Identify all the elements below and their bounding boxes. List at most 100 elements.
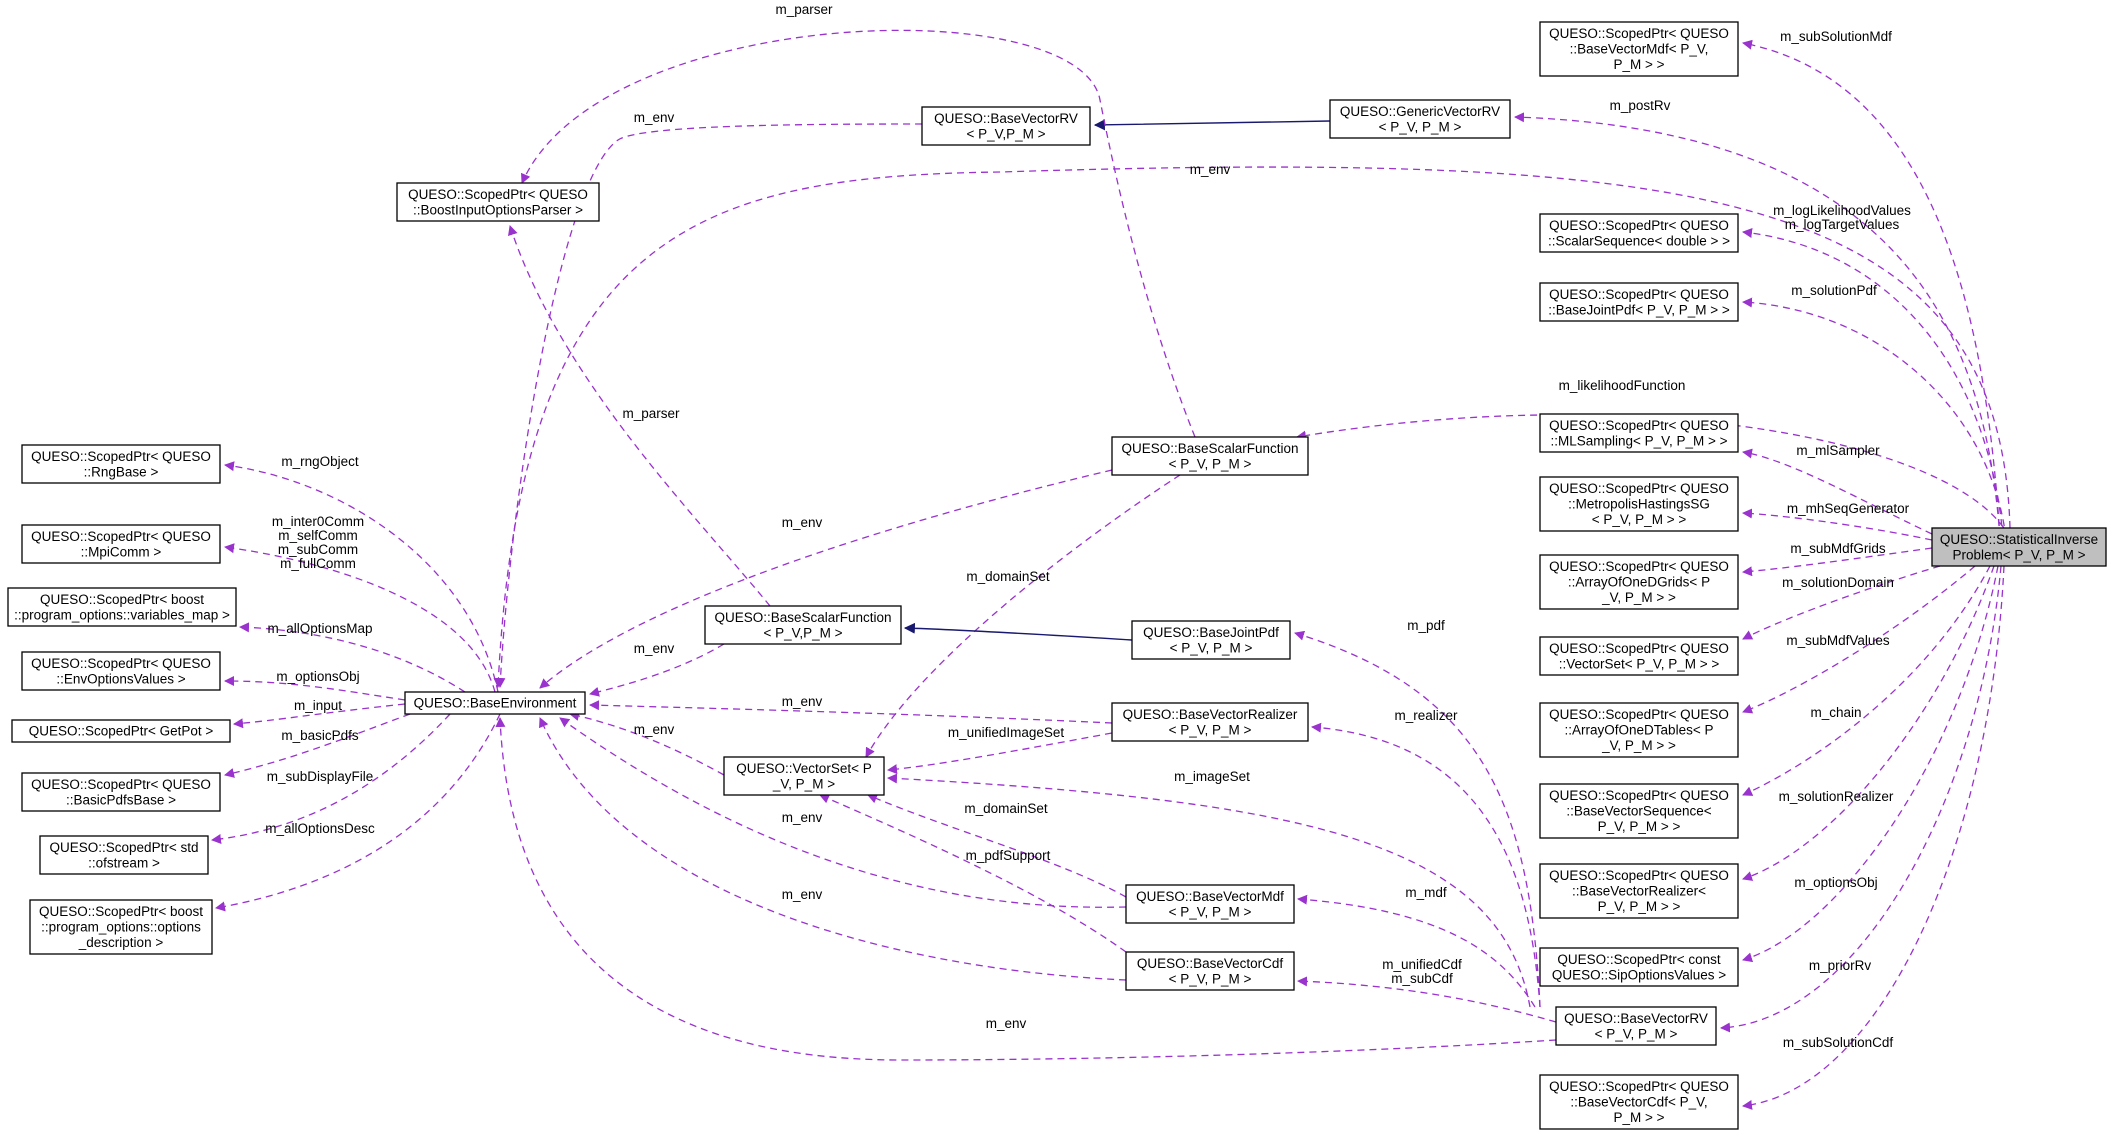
- class-node-label: ::MpiComm >: [81, 544, 162, 559]
- class-node-box[interactable]: [704, 605, 902, 645]
- class-node-label: QUESO::ScopedPtr< QUESO: [31, 529, 211, 544]
- class-node-box[interactable]: [1539, 476, 1739, 532]
- edge-label-line: m_subSolutionMdf: [1780, 29, 1892, 44]
- edge-label-line: m_selfComm: [278, 528, 358, 543]
- class-node-box[interactable]: [1125, 884, 1295, 924]
- class-node-box[interactable]: [1329, 99, 1511, 139]
- class-node-getpot[interactable]: QUESO::ScopedPtr< GetPot >: [11, 719, 231, 743]
- class-node-tables[interactable]: QUESO::ScopedPtr< QUESO::ArrayOfOneDTabl…: [1539, 702, 1739, 758]
- class-node-box[interactable]: [1539, 282, 1739, 322]
- edge-jointpdf-inherit: [903, 622, 1133, 641]
- class-node-box[interactable]: [1131, 620, 1291, 660]
- class-node-box[interactable]: [921, 106, 1091, 146]
- edge-label-pdfsupport: m_pdfSupport: [966, 848, 1051, 863]
- edge-label-line: m_logTargetValues: [1785, 217, 1900, 232]
- class-node-box[interactable]: [21, 444, 221, 484]
- class-node-rng[interactable]: QUESO::ScopedPtr< QUESO::RngBase >: [21, 444, 221, 484]
- edge-label-line: m_subMdfGrids: [1790, 541, 1886, 556]
- class-node-box[interactable]: [1539, 947, 1739, 987]
- class-node-basicpdfs[interactable]: QUESO::ScopedPtr< QUESO::BasicPdfsBase >: [21, 772, 221, 812]
- class-node-scalarfunc2[interactable]: QUESO::BaseScalarFunction< P_V,P_M >: [704, 605, 902, 645]
- class-node-label: < P_V, P_M >: [1169, 971, 1252, 986]
- class-node-box[interactable]: [1539, 783, 1739, 839]
- edge-solutiondomain: [1742, 565, 1941, 640]
- class-node-jointpdfptr[interactable]: QUESO::ScopedPtr< QUESO::BaseJointPdf< P…: [1539, 282, 1739, 322]
- class-node-vectorrv[interactable]: QUESO::BaseVectorRV< P_V, P_M >: [1555, 1006, 1717, 1046]
- class-node-realizerptr[interactable]: QUESO::ScopedPtr< QUESO::BaseVectorReali…: [1539, 863, 1739, 919]
- class-node-box[interactable]: [1539, 213, 1739, 253]
- class-node-parserptr[interactable]: QUESO::ScopedPtr< QUESO::BoostInputOptio…: [396, 182, 600, 222]
- class-node-label: QUESO::ScopedPtr< QUESO: [1549, 707, 1729, 722]
- class-node-cdf[interactable]: QUESO::BaseVectorCdf< P_V, P_M >: [1125, 951, 1295, 991]
- class-node-basevectorrv-top[interactable]: QUESO::BaseVectorRV< P_V,P_M >: [921, 106, 1091, 146]
- class-node-label: QUESO::GenericVectorRV: [1340, 104, 1500, 119]
- edge-mdf-vectorset: [867, 793, 1127, 898]
- class-node-box[interactable]: [21, 524, 221, 564]
- class-node-mdf[interactable]: QUESO::BaseVectorMdf< P_V, P_M >: [1125, 884, 1295, 924]
- class-node-mpicomm[interactable]: QUESO::ScopedPtr< QUESO::MpiComm >: [21, 524, 221, 564]
- class-node-label: < P_V,P_M >: [966, 126, 1045, 141]
- class-node-box[interactable]: [1539, 554, 1739, 610]
- class-node-env[interactable]: QUESO::BaseEnvironment: [404, 691, 586, 715]
- edge-label-line: m_imageSet: [1174, 769, 1250, 784]
- class-node-box[interactable]: [396, 182, 600, 222]
- class-node-box[interactable]: [1125, 951, 1295, 991]
- class-node-box[interactable]: [21, 651, 221, 691]
- class-node-envopts[interactable]: QUESO::ScopedPtr< QUESO::EnvOptionsValue…: [21, 651, 221, 691]
- edge-label-soldomain: m_solutionDomain: [1782, 575, 1894, 590]
- edge-solutionrealizer: [1742, 565, 1995, 881]
- edge-label-rng: m_rngObject: [281, 454, 359, 469]
- class-node-label: < P_V, P_M >: [1379, 119, 1462, 134]
- class-node-box[interactable]: [21, 772, 221, 812]
- class-node-box[interactable]: [1539, 1074, 1739, 1130]
- class-node-label: QUESO::ScopedPtr< QUESO: [31, 777, 211, 792]
- class-node-box[interactable]: [1539, 413, 1739, 453]
- class-node-vectorsetptr[interactable]: QUESO::ScopedPtr< QUESO::VectorSet< P_V,…: [1539, 636, 1739, 676]
- class-node-box[interactable]: [1539, 863, 1739, 919]
- class-node-ofstream[interactable]: QUESO::ScopedPtr< std::ofstream >: [39, 835, 209, 875]
- edge-vectorrv-env: [495, 717, 1557, 1061]
- edge-label-env-sf: m_env: [782, 515, 823, 530]
- class-node-seqptr[interactable]: QUESO::ScopedPtr< QUESO::BaseVectorSeque…: [1539, 783, 1739, 839]
- class-node-label: QUESO::ScopedPtr< QUESO: [1549, 641, 1729, 656]
- class-node-scalarseq[interactable]: QUESO::ScopedPtr< QUESO::ScalarSequence<…: [1539, 213, 1739, 253]
- edge-label-line: m_fullComm: [280, 556, 356, 571]
- class-node-box[interactable]: [1111, 702, 1309, 742]
- class-node-subcdf[interactable]: QUESO::ScopedPtr< QUESO::BaseVectorCdf< …: [1539, 1074, 1739, 1130]
- class-node-grids[interactable]: QUESO::ScopedPtr< QUESO::ArrayOfOneDGrid…: [1539, 554, 1739, 610]
- class-node-box[interactable]: [39, 835, 209, 875]
- class-node-label: QUESO::ScopedPtr< QUESO: [1549, 418, 1729, 433]
- class-node-optdesc[interactable]: QUESO::ScopedPtr< boost::program_options…: [29, 899, 213, 955]
- class-node-box[interactable]: [1539, 636, 1739, 676]
- class-node-label: QUESO::ScopedPtr< QUESO: [31, 656, 211, 671]
- class-node-box[interactable]: [1931, 527, 2107, 567]
- class-node-jointpdf[interactable]: QUESO::BaseJointPdf< P_V, P_M >: [1131, 620, 1291, 660]
- class-node-mlsampling[interactable]: QUESO::ScopedPtr< QUESO::MLSampling< P_V…: [1539, 413, 1739, 453]
- class-node-box[interactable]: [7, 587, 237, 627]
- edge-env-root: [493, 166, 2011, 688]
- class-node-box[interactable]: [11, 719, 231, 743]
- class-node-box[interactable]: [29, 899, 213, 955]
- class-node-label: ::BaseVectorMdf< P_V,: [1570, 42, 1709, 57]
- class-node-box[interactable]: [1555, 1006, 1717, 1046]
- class-node-box[interactable]: [1539, 702, 1739, 758]
- class-node-submdf[interactable]: QUESO::ScopedPtr< QUESO::BaseVectorMdf< …: [1539, 21, 1739, 77]
- class-node-box[interactable]: [723, 756, 885, 796]
- class-node-mhsg[interactable]: QUESO::ScopedPtr< QUESO::MetropolisHasti…: [1539, 476, 1739, 532]
- edge-label-line: m_input: [294, 698, 342, 713]
- class-node-genericrv[interactable]: QUESO::GenericVectorRV< P_V, P_M >: [1329, 99, 1511, 139]
- class-node-label: QUESO::ScopedPtr< QUESO: [1549, 788, 1729, 803]
- class-node-box[interactable]: [1111, 436, 1309, 476]
- class-node-sipopts[interactable]: QUESO::ScopedPtr< constQUESO::SipOptions…: [1539, 947, 1739, 987]
- class-node-box[interactable]: [404, 691, 586, 715]
- class-node-vectorset[interactable]: QUESO::VectorSet< P_V, P_M >: [723, 756, 885, 796]
- class-node-realizer[interactable]: QUESO::BaseVectorRealizer< P_V, P_M >: [1111, 702, 1309, 742]
- class-node-label: QUESO::BaseJointPdf: [1143, 625, 1279, 640]
- class-node-scalarfunc[interactable]: QUESO::BaseScalarFunction< P_V, P_M >: [1111, 436, 1309, 476]
- edge-label-line: m_optionsObj: [276, 669, 359, 684]
- class-node-varmap[interactable]: QUESO::ScopedPtr< boost::program_options…: [7, 587, 237, 627]
- edge-subsolutionmdf: [1742, 39, 2001, 539]
- class-node-box[interactable]: [1539, 21, 1739, 77]
- edge-label-domainset-sf: m_domainSet: [966, 569, 1050, 584]
